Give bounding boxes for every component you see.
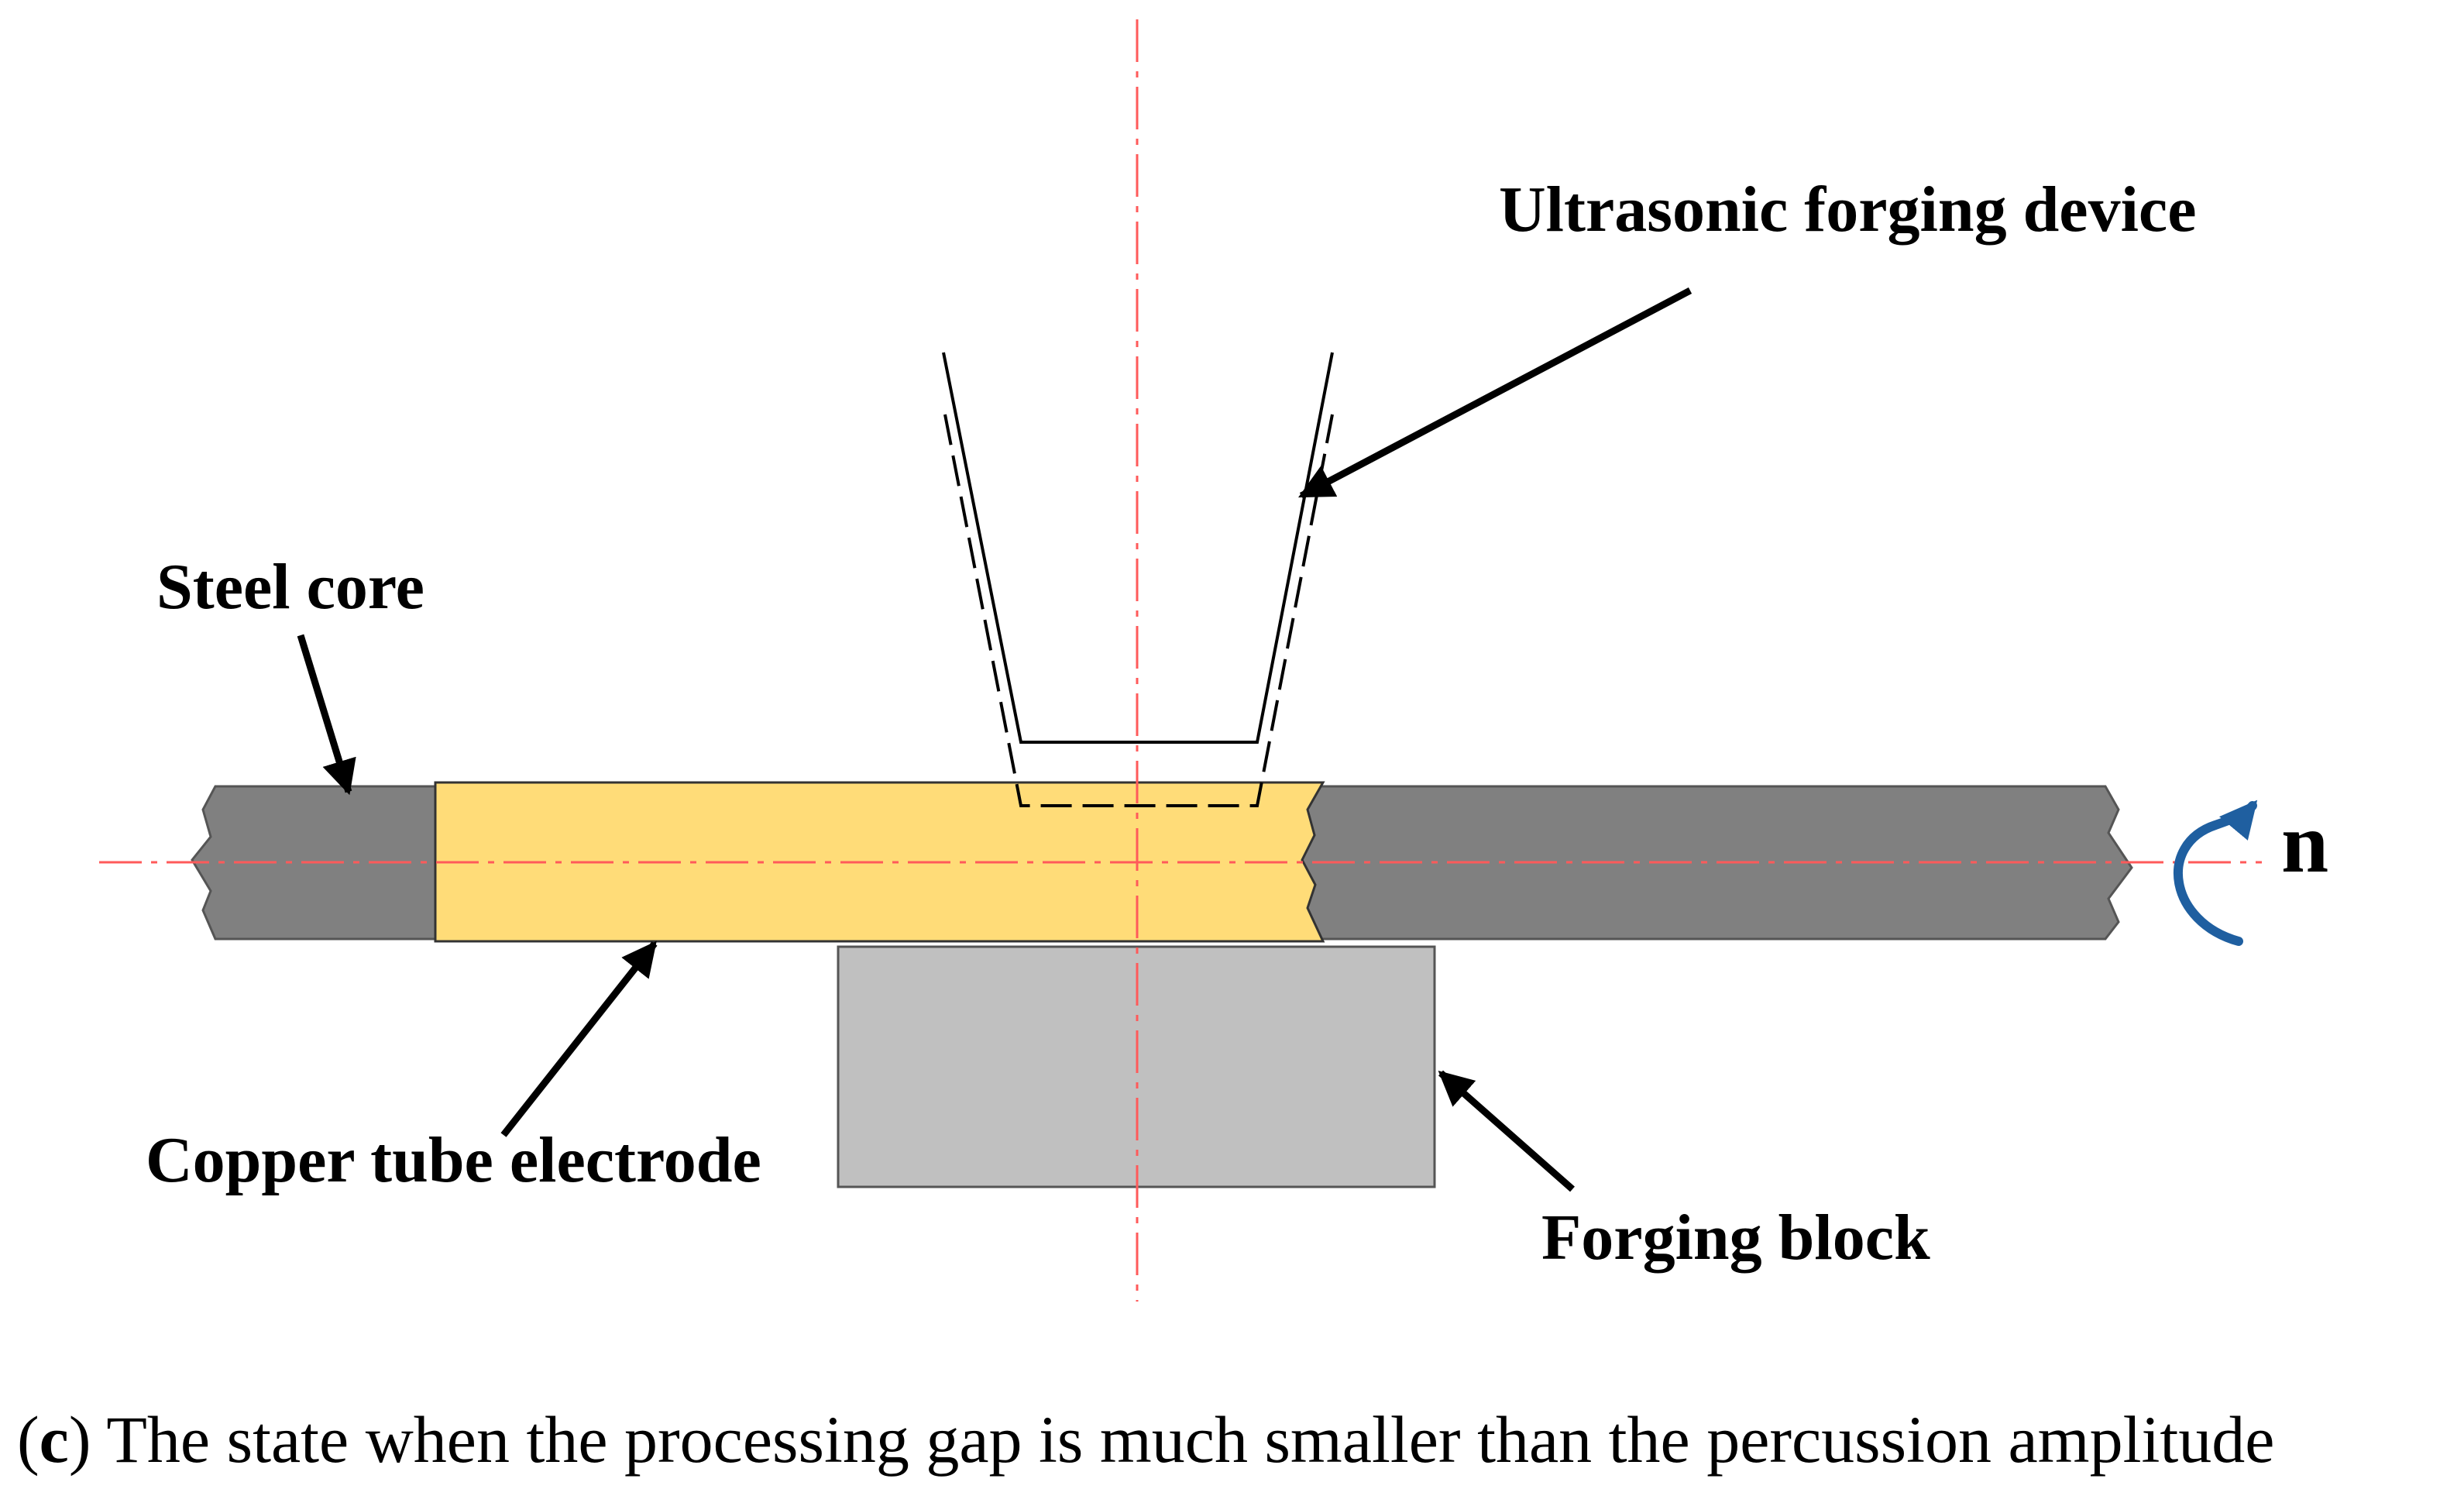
caption-letter: c (39, 1402, 69, 1477)
caption-text: ) The state when the processing gap is m… (68, 1402, 2275, 1477)
arrow-copper-tube (500, 941, 658, 1137)
rotation-arrow-icon (2174, 800, 2258, 946)
ultrasonic-device-dashed-outline (943, 414, 1334, 807)
label-ultrasonic-forging-device: Ultrasonic forging device (1499, 174, 2197, 246)
arrow-ultrasonic-device (1298, 287, 1692, 499)
arrow-forging-block (1438, 1070, 1575, 1192)
figure-caption: (c) The state when the processing gap is… (17, 1406, 2274, 1473)
label-rotation-n: n (2281, 796, 2328, 890)
label-forging-block: Forging block (1541, 1202, 1930, 1274)
label-steel-core: Steel core (156, 551, 424, 623)
arrow-steel-core (297, 634, 356, 796)
label-copper-tube-electrode: Copper tube electrode (146, 1124, 761, 1196)
caption-open-paren: ( (17, 1402, 40, 1477)
ultrasonic-forging-device (942, 352, 1334, 744)
